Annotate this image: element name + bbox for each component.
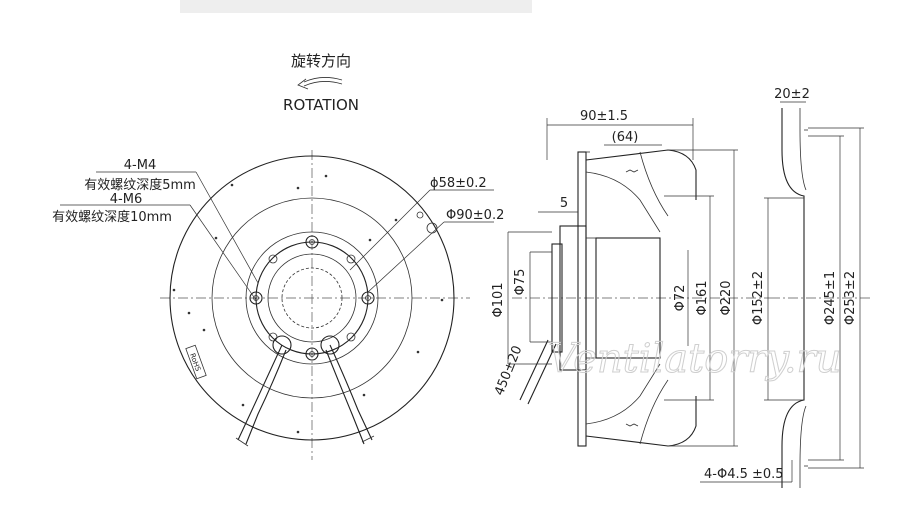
side-view: 90±1.5 (64) 5 Φ101 Φ75 Φ72 Φ161 Φ220 450… <box>491 109 770 447</box>
callout-m6-size: 4-M6 <box>110 192 142 207</box>
holes-label: 4-Φ4.5 ±0.5 <box>704 467 784 482</box>
callout-m6-depth: 有效螺纹深度10mm <box>52 209 172 225</box>
cables <box>235 344 375 447</box>
dia-245-label: Φ245±1 <box>823 271 838 325</box>
offset-label: 5 <box>560 196 568 211</box>
hub-bosses <box>249 235 375 361</box>
dia-220-label: Φ220 <box>719 280 734 315</box>
curved-left-arrow-icon <box>297 77 343 90</box>
dia-75-label: Φ75 <box>513 269 528 296</box>
ring-view: 20±2 Φ152±2 Φ245±1 Φ253±2 4-Φ4.5 ±0.5 <box>700 87 870 488</box>
rohs-label-text: RoHS <box>188 352 202 373</box>
dia-253-label: Φ253±2 <box>843 271 858 325</box>
dia-72-label: Φ72 <box>673 285 688 312</box>
dia-161-label: Φ161 <box>695 280 710 315</box>
callout-m4-depth: 有效螺纹深度5mm <box>84 177 196 193</box>
outer-impeller-circle <box>169 155 455 441</box>
dia-101-label: Φ101 <box>491 282 506 317</box>
motor-width-label: (64) <box>612 130 639 145</box>
front-view: RoHS 4-M4 有效螺纹深度5mm 4-M6 有效螺纹深度10mm ϕ58±… <box>52 150 504 460</box>
watermark: Ventilatorry.ru <box>548 336 841 382</box>
callout-m4-size: 4-M4 <box>124 158 156 173</box>
rotation-title-en: ROTATION <box>283 96 359 114</box>
hub-diameter-label: ϕ58±0.2 <box>430 176 487 191</box>
dia-152-label: Φ152±2 <box>751 271 766 325</box>
rotation-title-cn: 旋转方向 <box>291 52 351 70</box>
ring-width-label: 20±2 <box>774 87 810 102</box>
rohs-label-plate: RoHS <box>185 344 207 380</box>
header-bar <box>180 0 532 13</box>
hole-circle-label: Φ90±0.2 <box>446 208 504 223</box>
rotation-indicator: 旋转方向 ROTATION <box>283 52 359 114</box>
overall-width-label: 90±1.5 <box>580 109 628 124</box>
cable-length-label: 450±20 <box>492 344 525 398</box>
balancing-dots <box>172 174 444 434</box>
